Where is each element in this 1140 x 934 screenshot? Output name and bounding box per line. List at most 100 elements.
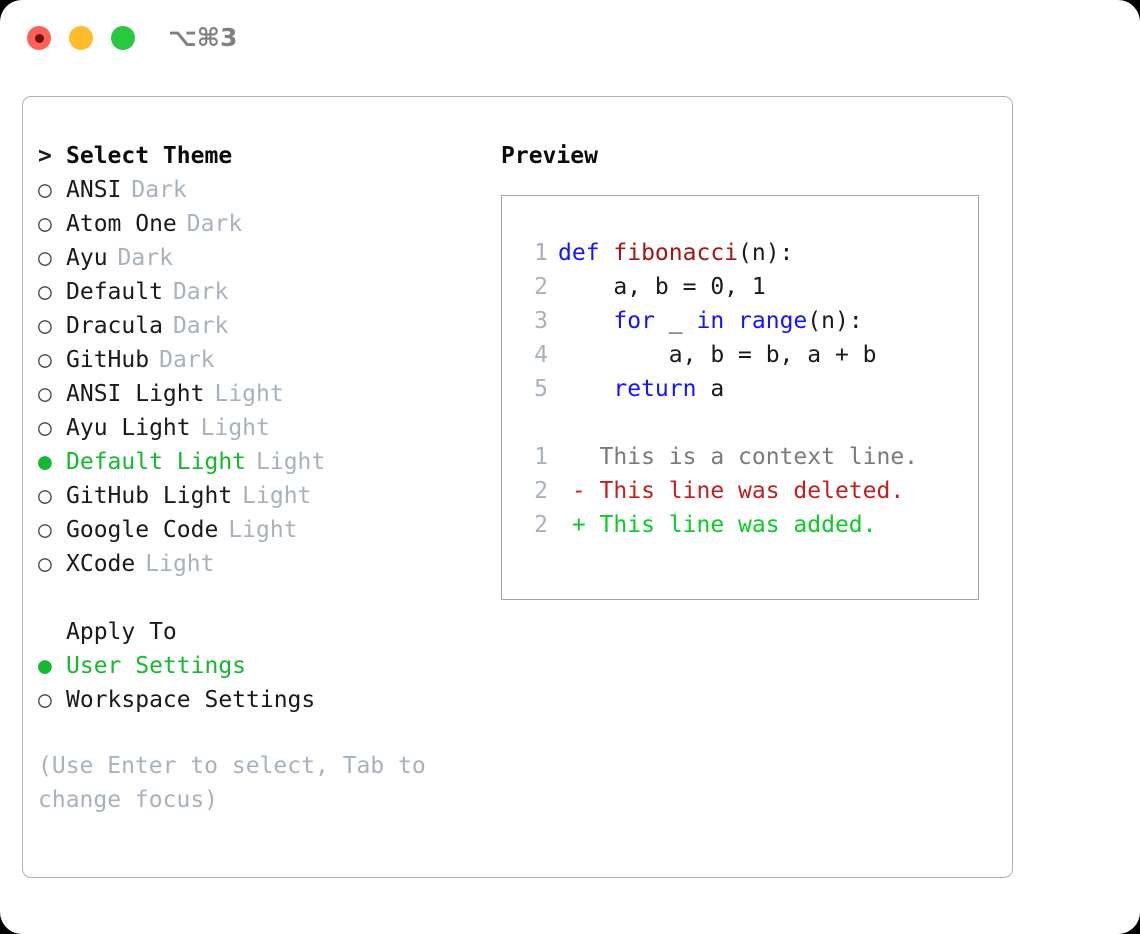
theme-variant-badge: Dark — [117, 245, 173, 271]
code-token-keyword: range — [738, 308, 808, 334]
apply-to-option-label: User Settings — [66, 653, 247, 679]
radio-unselected-icon[interactable]: ○ — [38, 279, 52, 305]
code-line-text: def fibonacci(n): — [558, 236, 793, 270]
code-line-number: 1 — [534, 240, 548, 266]
prompt-caret-icon: > — [38, 143, 52, 169]
apply-to-header: Apply To — [38, 615, 483, 649]
radio-unselected-icon[interactable]: ○ — [38, 517, 52, 543]
code-token-keyword: def — [558, 240, 614, 266]
code-token-plain: (n): — [807, 308, 863, 334]
traffic-light-group — [27, 26, 135, 50]
theme-option-xcode[interactable]: ○ XCode Light — [38, 547, 483, 581]
radio-unselected-icon[interactable]: ○ — [38, 687, 52, 713]
theme-variant-badge: Light — [214, 381, 284, 407]
theme-option-label: XCode — [66, 551, 136, 577]
theme-variant-badge: Dark — [186, 211, 243, 237]
code-token-plain: _ — [654, 308, 697, 334]
code-line: 1 def fibonacci(n): — [502, 236, 978, 270]
radio-unselected-icon[interactable]: ○ — [38, 483, 52, 509]
theme-option-atom-one[interactable]: ○ Atom One Dark — [38, 207, 483, 241]
diff-line-number: 2 — [534, 512, 548, 538]
code-line-text: for _ in range(n): — [558, 304, 863, 338]
code-token-plain: a — [696, 376, 725, 402]
theme-variant-badge: Light — [256, 449, 326, 475]
code-line-text: return a — [558, 372, 724, 406]
radio-unselected-icon[interactable]: ○ — [38, 313, 52, 339]
theme-list-title: Select Theme — [66, 143, 233, 169]
theme-option-label: Ayu — [66, 245, 108, 271]
code-spacer — [502, 406, 978, 440]
theme-option-label: Dracula — [66, 313, 163, 339]
diff-line-number: 1 — [534, 444, 548, 470]
close-button[interactable] — [27, 26, 51, 50]
code-line: 2 a, b = 0, 1 — [502, 270, 978, 304]
theme-option-label: GitHub — [66, 347, 150, 373]
minimize-button[interactable] — [69, 26, 93, 50]
code-token-plain — [724, 308, 738, 334]
apply-to-option-user-settings[interactable]: ● User Settings — [38, 649, 483, 683]
radio-selected-icon[interactable]: ● — [38, 449, 52, 475]
theme-option-label: GitHub Light — [66, 483, 233, 509]
radio-unselected-icon[interactable]: ○ — [38, 415, 52, 441]
theme-option-label: Default Light — [66, 449, 247, 475]
diff-line-number: 2 — [534, 478, 548, 504]
code-token-keyword: in — [696, 308, 725, 334]
radio-unselected-icon[interactable]: ○ — [38, 245, 52, 271]
code-line: 3 for _ in range(n): — [502, 304, 978, 338]
radio-unselected-icon[interactable]: ○ — [38, 211, 52, 237]
code-token-plain: a, b = b, a + b — [558, 342, 877, 368]
diff-line-added: 2 + This line was added. — [502, 508, 978, 542]
radio-unselected-icon[interactable]: ○ — [38, 381, 52, 407]
diff-line-text: + This line was added. — [558, 512, 877, 538]
theme-variant-badge: Light — [145, 551, 215, 577]
code-token-function: fibonacci — [613, 240, 739, 266]
code-token-plain — [558, 308, 613, 334]
radio-unselected-icon[interactable]: ○ — [38, 177, 52, 203]
apply-to-option-label: Workspace Settings — [66, 687, 316, 713]
theme-option-github[interactable]: ○ GitHub Dark — [38, 343, 483, 377]
code-line-number: 4 — [534, 342, 548, 368]
theme-option-label: ANSI — [66, 177, 122, 203]
apply-to-option-list: ● User Settings ○ Workspace Settings — [38, 649, 483, 717]
radio-selected-icon[interactable]: ● — [38, 653, 52, 679]
apply-to-option-workspace-settings[interactable]: ○ Workspace Settings — [38, 683, 483, 717]
code-line: 5 return a — [502, 372, 978, 406]
theme-option-ansi-light[interactable]: ○ ANSI Light Light — [38, 377, 483, 411]
theme-option-ansi[interactable]: ○ ANSI Dark — [38, 173, 483, 207]
theme-option-label: ANSI Light — [66, 381, 205, 407]
diff-line-text: - This line was deleted. — [558, 478, 905, 504]
theme-option-default-light[interactable]: ● Default Light Light — [38, 445, 483, 479]
code-line-text: a, b = b, a + b — [558, 338, 877, 372]
code-line-number: 2 — [534, 274, 548, 300]
radio-unselected-icon[interactable]: ○ — [38, 347, 52, 373]
theme-option-github-light[interactable]: ○ GitHub Light Light — [38, 479, 483, 513]
maximize-button[interactable] — [111, 26, 135, 50]
theme-variant-badge: Dark — [172, 279, 229, 305]
diff-line-deleted: 2 - This line was deleted. — [502, 474, 978, 508]
theme-option-ayu[interactable]: ○ Ayu Dark — [38, 241, 483, 275]
theme-variant-badge: Dark — [159, 347, 215, 373]
code-line-number: 3 — [534, 308, 548, 334]
diff-line-context: 1 This is a context line. — [502, 440, 978, 474]
theme-variant-badge: Dark — [131, 177, 187, 203]
diff-line-text: This is a context line. — [558, 444, 919, 470]
radio-unselected-icon[interactable]: ○ — [38, 551, 52, 577]
code-token-keyword: for — [613, 308, 655, 334]
theme-variant-badge: Light — [228, 517, 298, 543]
title-bar: ⌥⌘3 — [0, 0, 1140, 78]
code-token-keyword: return — [613, 376, 697, 402]
apply-to-title: Apply To — [66, 619, 177, 645]
theme-option-label: Atom One — [66, 211, 177, 237]
theme-variant-badge: Light — [242, 483, 312, 509]
